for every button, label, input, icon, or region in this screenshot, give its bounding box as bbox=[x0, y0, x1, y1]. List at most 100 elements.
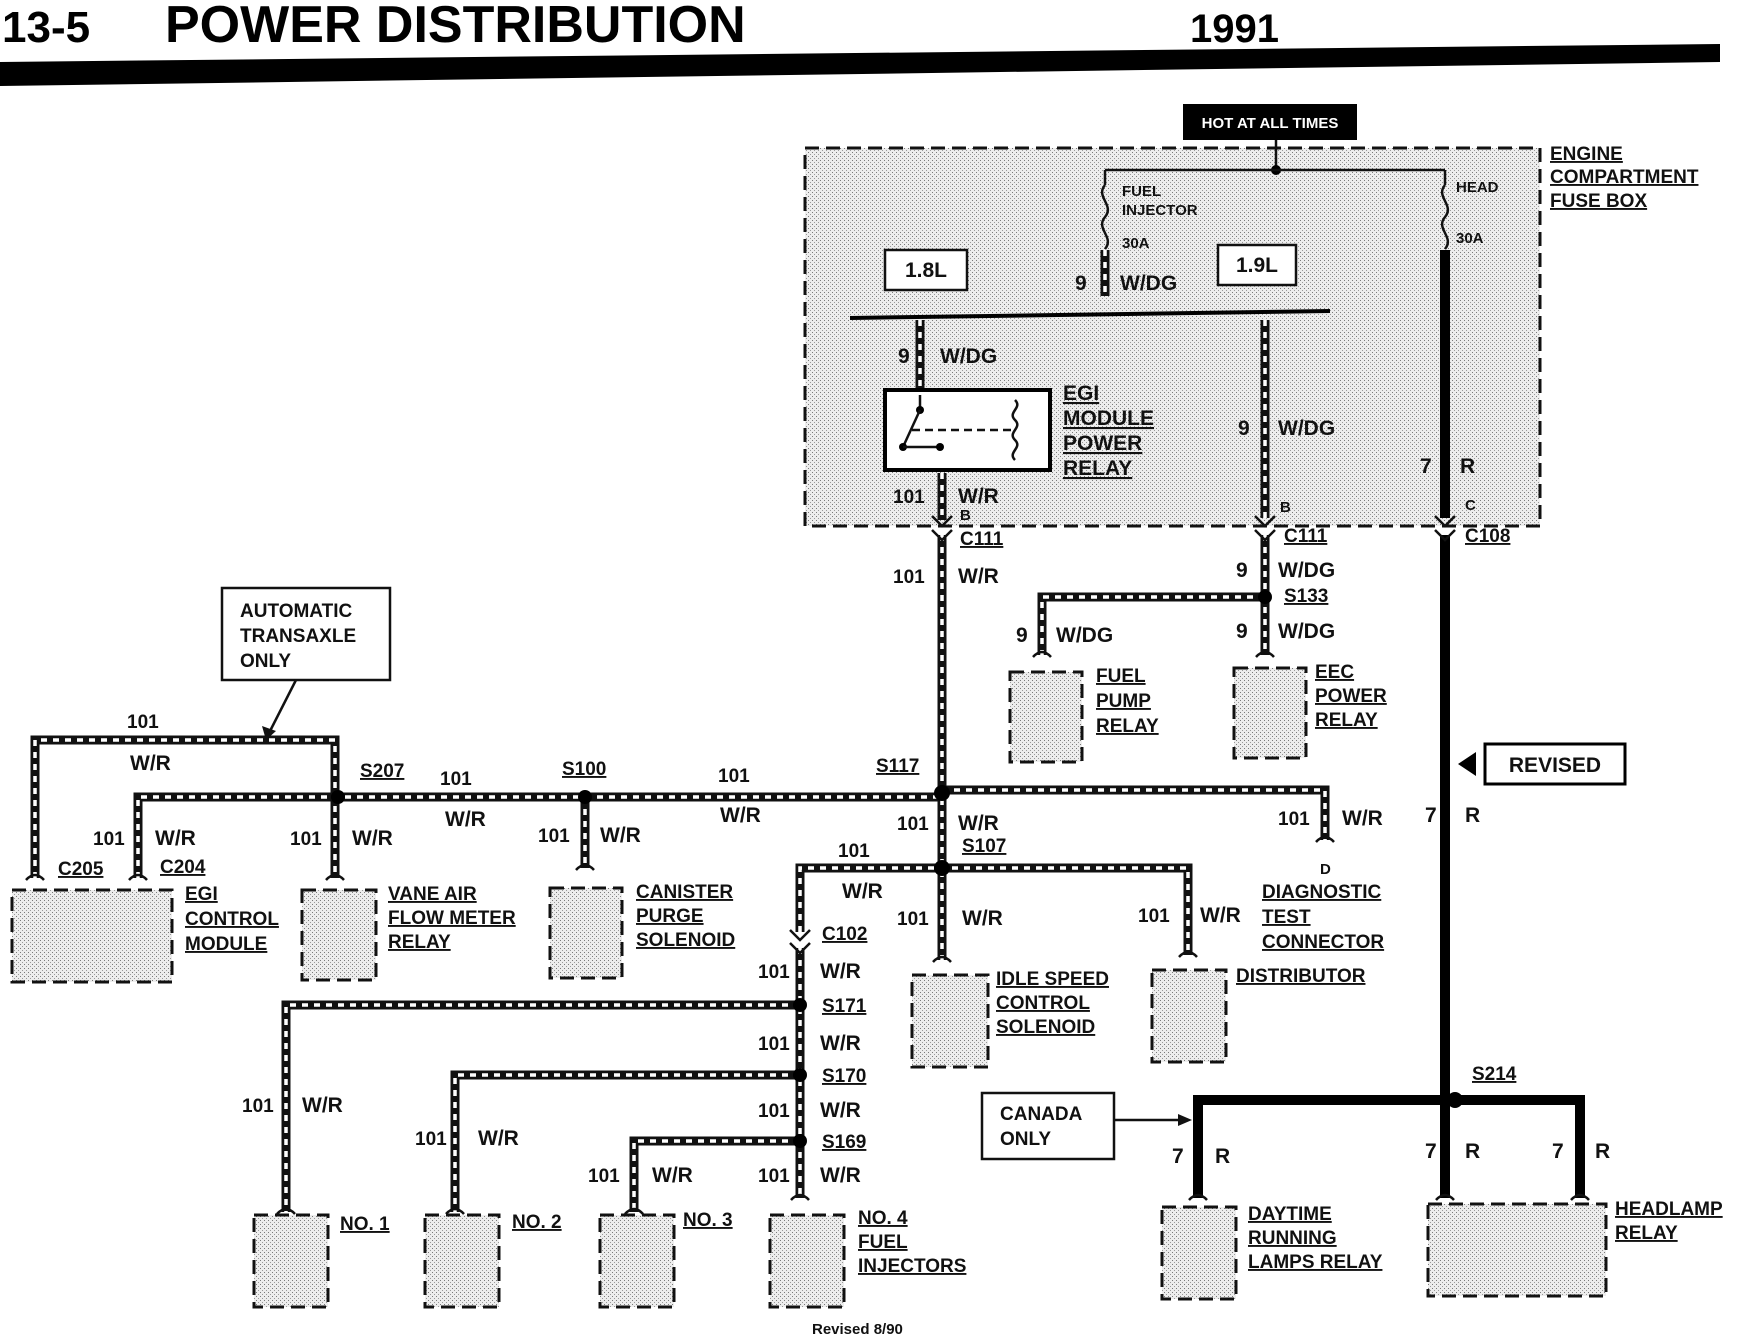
fuel-injectors-label-2: INJECTORS bbox=[858, 1256, 966, 1277]
circuit-101-label: 101 bbox=[897, 814, 929, 835]
circuit-9-label: 9 bbox=[1236, 620, 1248, 643]
hot-at-all-times-label: HOT AT ALL TIMES bbox=[1202, 115, 1339, 132]
wire-color-wr: W/R bbox=[962, 907, 1003, 930]
splice-s170-label: S170 bbox=[822, 1066, 866, 1087]
splice-s100-label: S100 bbox=[562, 759, 606, 780]
revised-label: REVISED bbox=[1509, 754, 1601, 777]
wire-color-wdg: W/DG bbox=[1056, 624, 1113, 647]
splices bbox=[331, 590, 1463, 1148]
fuse-box-label-1: ENGINE bbox=[1550, 144, 1623, 165]
wire-labels: 101 W/R 9 W/DG 9 W/DG 9 W/DG 101 W/R 101… bbox=[36, 559, 1610, 1187]
fuse-head-amperage: 30A bbox=[1456, 230, 1484, 247]
canada-label-1: CANADA bbox=[1000, 1104, 1083, 1125]
drl-label-2: RUNNING bbox=[1248, 1228, 1337, 1249]
wire-color-wdg: W/DG bbox=[1120, 272, 1177, 295]
circuit-101-label: 101 bbox=[758, 1166, 790, 1187]
circuit-101-label: 101 bbox=[893, 487, 925, 508]
circuit-101-label: 101 bbox=[290, 829, 322, 850]
headlamp-relay-box bbox=[1426, 1202, 1608, 1298]
wire-color-wr: W/R bbox=[155, 827, 196, 850]
headlamp-fuse-icon bbox=[1440, 184, 1450, 250]
canada-only-note bbox=[980, 1091, 1116, 1161]
eec-relay-label-3: RELAY bbox=[1315, 710, 1378, 731]
circuit-101-label: 101 bbox=[440, 769, 472, 790]
page-header: 13-5 POWER DISTRIBUTION 1991 bbox=[0, 0, 1720, 86]
wire-color-wdg: W/DG bbox=[940, 345, 997, 368]
drl-label-1: DAYTIME bbox=[1248, 1204, 1332, 1225]
circuit-101-label: 101 bbox=[838, 841, 870, 862]
wire-color-r: R bbox=[1465, 1140, 1480, 1163]
vane-label-2: FLOW METER bbox=[388, 908, 516, 929]
wire-color-wr: W/R bbox=[958, 812, 999, 835]
circuit-101-label: 101 bbox=[897, 909, 929, 930]
splice-s169 bbox=[793, 1134, 807, 1148]
wire-color-wr: W/R bbox=[1200, 904, 1241, 927]
revised-badge bbox=[1483, 742, 1627, 786]
circuit-101-label: 101 bbox=[242, 1096, 274, 1117]
connector-c111-right: C111 bbox=[1284, 526, 1328, 547]
splice-s100 bbox=[578, 790, 592, 804]
connector-labels: C111 C111 C108 S133 S207 S100 S117 S107 … bbox=[58, 526, 1517, 1153]
eec-relay-label-1: EEC bbox=[1315, 662, 1354, 683]
splice-s169-label: S169 bbox=[822, 1132, 866, 1153]
circuit-9-label: 9 bbox=[898, 345, 910, 368]
engine-19-label: 1.9L bbox=[1236, 254, 1278, 277]
fuel-injector-fuse-icon bbox=[1100, 184, 1110, 250]
fuel-pump-label-3: RELAY bbox=[1096, 716, 1159, 737]
distributor-box bbox=[1150, 968, 1228, 1064]
splice-s107-label: S107 bbox=[962, 836, 1006, 857]
wire-color-wr: W/R bbox=[445, 808, 486, 831]
fuse-fuel-label: FUEL bbox=[1122, 183, 1161, 200]
canister-label-3: SOLENOID bbox=[636, 930, 735, 951]
wire-color-r: R bbox=[1595, 1140, 1610, 1163]
note-boxes: AUTOMATIC TRANSAXLE ONLY CANADA ONLY REV… bbox=[220, 586, 1627, 1161]
distributor-label: DISTRIBUTOR bbox=[1236, 966, 1366, 987]
terminal-hooks bbox=[25, 650, 1590, 1215]
engine-18-label: 1.8L bbox=[905, 259, 947, 282]
circuit-101-label: 101 bbox=[1278, 809, 1310, 830]
canister-label-2: PURGE bbox=[636, 906, 704, 927]
headlamp-label-1: HEADLAMP bbox=[1615, 1199, 1723, 1220]
idle-label-3: SOLENOID bbox=[996, 1017, 1095, 1038]
components: FUEL PUMP RELAY EEC POWER RELAY EGI CONT… bbox=[10, 662, 1723, 1309]
wire-color-wr: W/R bbox=[820, 1099, 861, 1122]
vane-label-3: RELAY bbox=[388, 932, 451, 953]
automatic-transaxle-note bbox=[220, 586, 392, 682]
wire-color-wdg: W/DG bbox=[1278, 620, 1335, 643]
wire-color-wdg: W/DG bbox=[1278, 559, 1335, 582]
egi-relay-label-2: MODULE bbox=[1063, 407, 1154, 430]
page-title: POWER DISTRIBUTION bbox=[165, 0, 746, 54]
wire-color-wr: W/R bbox=[842, 880, 883, 903]
wire-color-wr: W/R bbox=[820, 1032, 861, 1055]
wire-color-wr: W/R bbox=[130, 752, 171, 775]
solid-red-circuit bbox=[1193, 250, 1585, 1198]
connector-chevrons bbox=[789, 515, 1456, 955]
headlamp-label-2: RELAY bbox=[1615, 1223, 1678, 1244]
circuit-101-label: 101 bbox=[415, 1129, 447, 1150]
pin-b: B bbox=[1280, 499, 1291, 516]
auto-trans-pointer bbox=[266, 679, 298, 736]
wire-color-wdg: W/DG bbox=[1278, 417, 1335, 440]
pin-c: C bbox=[1465, 497, 1476, 514]
fuse-head-label: HEAD bbox=[1456, 179, 1499, 196]
circuit-7-label: 7 bbox=[1552, 1140, 1564, 1163]
circuit-9-label: 9 bbox=[1238, 417, 1250, 440]
diag-label-1: DIAGNOSTIC bbox=[1262, 882, 1382, 903]
idle-label-1: IDLE SPEED bbox=[996, 969, 1109, 990]
wire-color-wr: W/R bbox=[302, 1094, 343, 1117]
wire-color-r: R bbox=[1215, 1145, 1230, 1168]
injector-4-label: NO. 4 bbox=[858, 1208, 908, 1229]
engine-compartment-fuse-box: HOT AT ALL TIMES ENGINE COMPARTMENT FUSE… bbox=[803, 104, 1699, 528]
circuit-9-label: 9 bbox=[1236, 559, 1248, 582]
egi-relay-label-3: POWER bbox=[1063, 432, 1142, 455]
circuit-101-label: 101 bbox=[588, 1166, 620, 1187]
wire-color-wr: W/R bbox=[720, 804, 761, 827]
fuse-box-label-3: FUSE BOX bbox=[1550, 191, 1647, 212]
striped-wires bbox=[30, 250, 1330, 1212]
connector-c204: C204 bbox=[160, 857, 206, 878]
diag-label-2: TEST bbox=[1262, 907, 1311, 928]
eec-power-relay-box bbox=[1232, 666, 1308, 760]
fuse-box-label-2: COMPARTMENT bbox=[1550, 167, 1699, 188]
connector-c205: C205 bbox=[58, 859, 104, 880]
circuit-101-label: 101 bbox=[758, 1101, 790, 1122]
